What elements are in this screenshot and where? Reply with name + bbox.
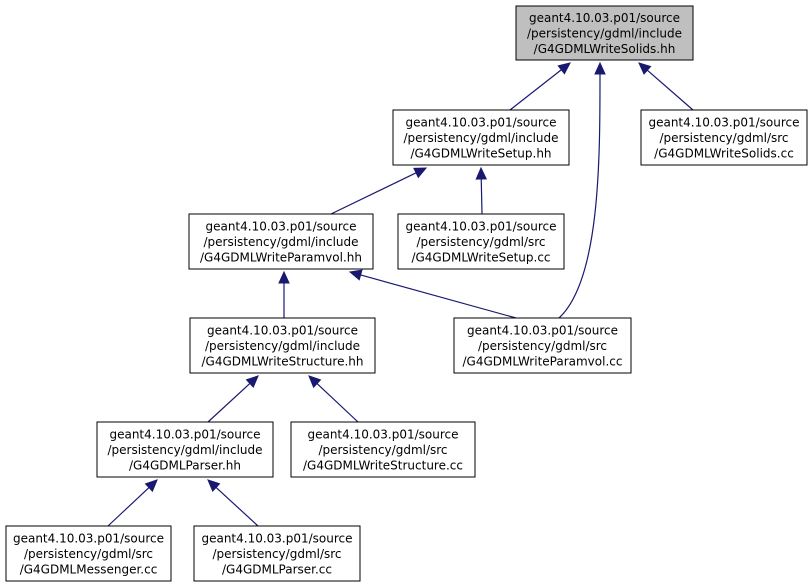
node-label-line: geant4.10.03.p01/source <box>648 115 799 129</box>
edge-parser_hh-to-wstructure_hh <box>207 375 259 423</box>
edge-line <box>646 69 694 111</box>
node-wstructure-cc[interactable]: geant4.10.03.p01/source/persistency/gdml… <box>290 421 476 478</box>
node-label-line: /G4GDMLWriteSolids.cc <box>654 146 794 160</box>
edge-wparamvol_hh-to-wsetup_hh <box>330 167 428 215</box>
edge-line <box>480 178 483 215</box>
node-label-line: /G4GDMLWriteParamvol.hh <box>200 250 362 264</box>
node-label-line: /persistency/gdml/include <box>527 26 682 40</box>
node-box <box>189 317 376 374</box>
node-parser-hh[interactable]: geant4.10.03.p01/source/persistency/gdml… <box>96 421 274 478</box>
node-box <box>392 109 570 166</box>
edge-line <box>509 69 562 111</box>
arrowhead-icon <box>413 167 428 179</box>
node-box <box>5 525 172 582</box>
node-label-line: geant4.10.03.p01/source <box>467 323 618 337</box>
node-label-line: geant4.10.03.p01/source <box>109 427 260 441</box>
nodes: geant4.10.03.p01/source/persistency/gdml… <box>5 5 808 582</box>
node-box <box>640 109 808 166</box>
node-label-line: /G4GDMLParser.hh <box>129 458 241 472</box>
arrowhead-icon <box>278 270 290 284</box>
edge-wsetup_cc-to-wsetup_hh <box>475 166 488 215</box>
node-label-line: geant4.10.03.p01/source <box>405 115 556 129</box>
node-box <box>96 421 274 478</box>
node-label-line: /G4GDMLWriteSolids.hh <box>534 42 676 56</box>
node-label-line: /persistency/gdml/src <box>318 443 447 457</box>
node-label-line: /persistency/gdml/include <box>107 443 262 457</box>
edge-wstructure_hh-to-wparamvol_hh <box>278 270 290 318</box>
edges <box>107 61 694 527</box>
arrowhead-icon <box>245 375 259 389</box>
node-box <box>515 5 694 61</box>
node-wparamvol-cc[interactable]: geant4.10.03.p01/source/persistency/gdml… <box>453 317 632 374</box>
node-label-line: geant4.10.03.p01/source <box>13 531 164 545</box>
edge-line <box>558 73 601 319</box>
edge-line <box>316 383 359 423</box>
edge-line <box>107 487 150 527</box>
node-label-line: /persistency/gdml/src <box>416 235 545 249</box>
edge-wsolids_cc-to-wsolids_hh <box>638 62 694 111</box>
edge-messenger_cc-to-parser_hh <box>107 479 158 527</box>
node-label-line: /G4GDMLWriteSetup.cc <box>411 250 550 264</box>
arrowhead-icon <box>308 375 322 389</box>
node-wsetup-cc[interactable]: geant4.10.03.p01/source/persistency/gdml… <box>397 213 565 270</box>
node-wsolids-hh[interactable]: geant4.10.03.p01/source/persistency/gdml… <box>515 5 694 61</box>
node-label-line: geant4.10.03.p01/source <box>529 11 680 25</box>
node-label-line: geant4.10.03.p01/source <box>201 531 352 545</box>
edge-line <box>215 487 259 527</box>
edge-wstructure_cc-to-wstructure_hh <box>308 375 359 423</box>
node-label-line: /G4GDMLWriteSetup.hh <box>410 146 551 160</box>
node-label-line: /persistency/gdml/src <box>478 339 607 353</box>
node-wsolids-cc[interactable]: geant4.10.03.p01/source/persistency/gdml… <box>640 109 808 166</box>
node-label-line: /G4GDMLParser.cc <box>222 562 332 576</box>
edge-line <box>330 172 417 215</box>
edge-wparamvol_cc-to-wparamvol_hh <box>348 269 517 319</box>
node-messenger-cc[interactable]: geant4.10.03.p01/source/persistency/gdml… <box>5 525 172 582</box>
node-label-line: /G4GDMLWriteParamvol.cc <box>463 354 623 368</box>
node-parser-cc[interactable]: geant4.10.03.p01/source/persistency/gdml… <box>193 525 361 582</box>
node-box <box>188 213 374 270</box>
node-wsetup-hh[interactable]: geant4.10.03.p01/source/persistency/gdml… <box>392 109 570 166</box>
node-label-line: geant4.10.03.p01/source <box>207 323 358 337</box>
edge-line <box>207 383 251 423</box>
arrowhead-icon <box>207 479 221 493</box>
arrowhead-icon <box>638 62 652 75</box>
edge-wparamvol_cc-to-wsolids_hh <box>558 61 606 319</box>
node-wparamvol-hh[interactable]: geant4.10.03.p01/source/persistency/gdml… <box>188 213 374 270</box>
node-box <box>397 213 565 270</box>
node-label-line: geant4.10.03.p01/source <box>205 219 356 233</box>
arrowhead-icon <box>348 269 363 281</box>
node-label-line: /persistency/gdml/src <box>212 547 341 561</box>
arrowhead-icon <box>557 62 571 75</box>
arrowhead-icon <box>594 61 606 75</box>
node-box <box>290 421 476 478</box>
node-label-line: /persistency/gdml/include <box>403 131 558 145</box>
node-label-line: /G4GDMLMessenger.cc <box>20 562 158 576</box>
node-label-line: /persistency/gdml/src <box>24 547 153 561</box>
edge-parser_cc-to-parser_hh <box>207 479 259 527</box>
edge-wsetup_hh-to-wsolids_hh <box>509 62 571 111</box>
node-label-line: geant4.10.03.p01/source <box>405 219 556 233</box>
node-label-line: /G4GDMLWriteStructure.hh <box>202 354 364 368</box>
node-wstructure-hh[interactable]: geant4.10.03.p01/source/persistency/gdml… <box>189 317 376 374</box>
node-box <box>453 317 632 374</box>
arrowhead-icon <box>475 166 488 180</box>
edge-line <box>360 274 517 319</box>
node-label-line: geant4.10.03.p01/source <box>307 427 458 441</box>
node-label-line: /persistency/gdml/src <box>659 131 788 145</box>
node-label-line: /G4GDMLWriteStructure.cc <box>303 458 463 472</box>
node-label-line: /persistency/gdml/include <box>205 339 360 353</box>
node-box <box>193 525 361 582</box>
node-label-line: /persistency/gdml/include <box>203 235 358 249</box>
arrowhead-icon <box>144 479 158 493</box>
